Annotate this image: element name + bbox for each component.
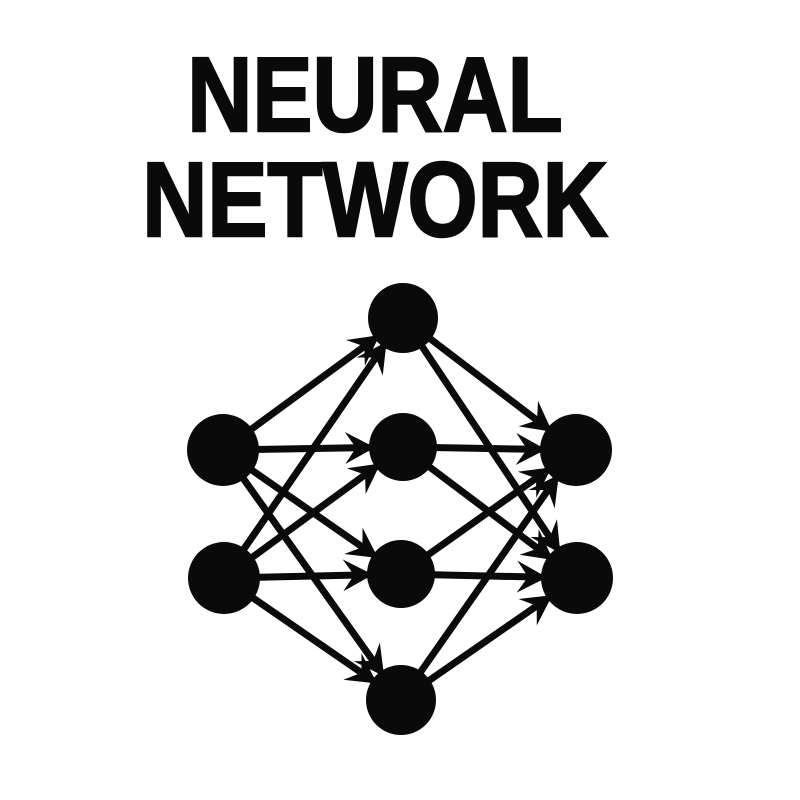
node-hidden-1	[368, 283, 438, 353]
node-hidden-2	[369, 413, 437, 481]
node-output-2	[541, 542, 613, 614]
title-line-1: NEURAL	[186, 36, 564, 154]
node-hidden-3	[367, 540, 435, 608]
node-input-2	[188, 542, 260, 614]
nodes-group	[187, 283, 613, 735]
edge-input-2-hidden-1	[221, 341, 388, 580]
edge-hidden-4-output-1	[398, 474, 560, 703]
node-hidden-4	[366, 665, 436, 735]
node-input-1	[187, 414, 259, 486]
edges-group	[220, 315, 562, 703]
edge-input-1-hidden-4	[220, 447, 386, 677]
node-output-1	[540, 414, 612, 486]
title-line-2: NETWORK	[141, 141, 609, 259]
page-title: NEURAL NETWORK	[35, 36, 715, 259]
